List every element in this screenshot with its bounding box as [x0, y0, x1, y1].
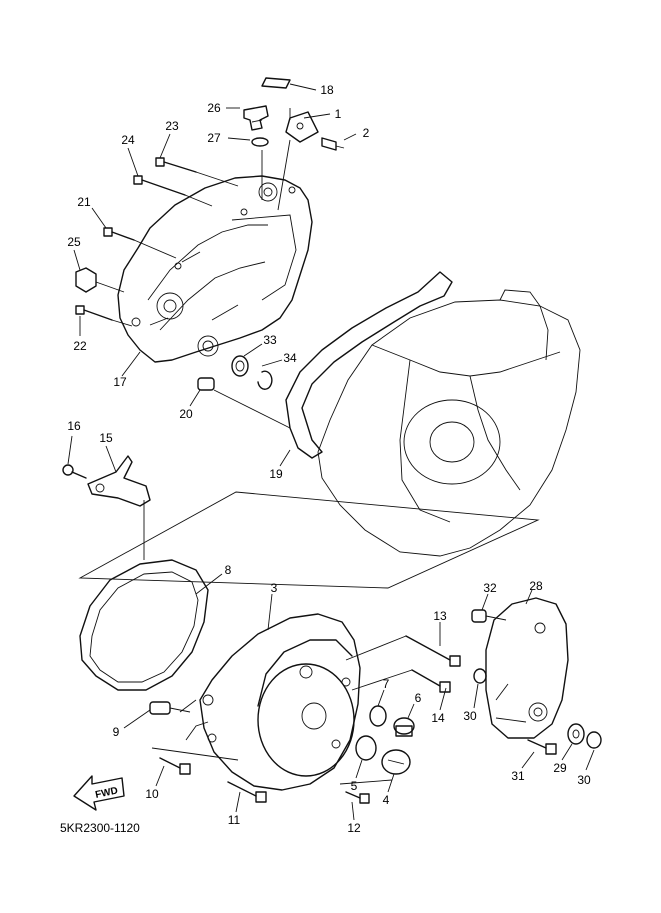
callout-19: 19	[269, 467, 283, 481]
bolt-22	[75, 305, 133, 327]
dowel-pin-20	[197, 377, 291, 429]
bolt-12	[345, 791, 370, 804]
engine-block-outline	[317, 289, 581, 557]
callout-22: 22	[73, 339, 87, 353]
callout-4: 4	[383, 793, 390, 807]
label-plate-18	[261, 77, 291, 89]
callout-21: 21	[77, 195, 91, 209]
callout-34: 34	[283, 351, 297, 365]
callout-28: 28	[529, 579, 543, 593]
pin-32	[471, 609, 507, 623]
bolt-31	[527, 739, 557, 755]
callout-30b: 30	[577, 773, 591, 787]
callout-11: 11	[228, 813, 241, 827]
callout-1: 1	[335, 107, 342, 121]
leader-lines	[67, 83, 595, 821]
callout-15: 15	[99, 431, 113, 445]
callout-labels: 18 1 26 2 23 27 24 21 25 22 33 34 17 20 …	[67, 83, 591, 835]
gasket-8-inner	[89, 571, 199, 683]
oil-seal-33	[231, 355, 249, 377]
dowel-pin-9	[149, 701, 191, 715]
bolt-11	[227, 781, 267, 803]
callout-29: 29	[553, 761, 567, 775]
diagram-code: 5KR2300-1120	[60, 821, 140, 835]
washer-30a	[473, 668, 487, 684]
bush-29	[567, 723, 585, 745]
callout-13: 13	[433, 609, 447, 623]
callout-31: 31	[511, 769, 525, 783]
callout-18: 18	[320, 83, 334, 97]
callout-14: 14	[431, 711, 445, 725]
oil-filler-plug-26	[243, 105, 269, 131]
callout-27: 27	[207, 131, 221, 145]
crankcase-cover-17	[117, 175, 313, 363]
bolt-14	[351, 669, 451, 693]
callout-12: 12	[347, 821, 361, 835]
cover-28	[485, 597, 569, 739]
washer-30b	[586, 731, 602, 749]
callout-23: 23	[165, 119, 179, 133]
plug-6	[393, 717, 415, 737]
callout-7: 7	[383, 677, 390, 691]
callout-10: 10	[145, 787, 159, 801]
gasket-19	[285, 271, 453, 459]
callout-9: 9	[113, 725, 120, 739]
bolt-21	[103, 227, 177, 259]
fwd-label: FWD	[94, 785, 119, 800]
callout-33: 33	[263, 333, 277, 347]
callout-5: 5	[351, 779, 358, 793]
o-ring-5	[355, 735, 377, 761]
crankcase-cover-3	[179, 613, 361, 791]
circlip-34	[257, 370, 273, 390]
o-ring-27	[251, 137, 269, 147]
bracket-1	[277, 111, 319, 211]
callout-6: 6	[415, 691, 422, 705]
o-ring-7	[369, 705, 387, 727]
bolt-13	[345, 635, 461, 667]
lever-15	[87, 455, 151, 507]
callout-8: 8	[225, 563, 232, 577]
fwd-arrow-icon: FWD	[73, 775, 125, 811]
callout-3: 3	[271, 581, 278, 595]
callout-2: 2	[363, 126, 370, 140]
bolt-16	[62, 464, 87, 479]
callout-30a: 30	[463, 709, 477, 723]
callout-20: 20	[179, 407, 193, 421]
bolt-23	[155, 157, 239, 187]
bolt-10	[159, 757, 191, 775]
callout-25: 25	[67, 235, 81, 249]
callout-16: 16	[67, 419, 81, 433]
plug-4	[381, 749, 411, 775]
callout-24: 24	[121, 133, 135, 147]
assembly-frame	[78, 491, 540, 589]
callout-26: 26	[207, 101, 221, 115]
gasket-8	[79, 559, 209, 691]
bolt-2	[321, 137, 345, 151]
callout-32: 32	[483, 581, 497, 595]
nut-25	[75, 267, 125, 293]
callout-17: 17	[113, 375, 127, 389]
